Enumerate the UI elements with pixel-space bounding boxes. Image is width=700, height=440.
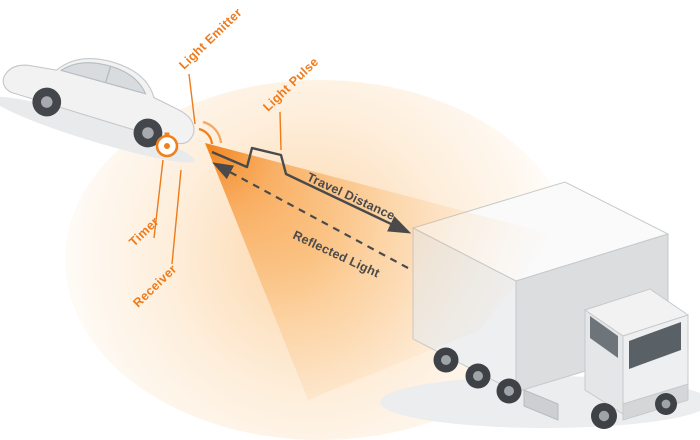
truck-side-window [590,316,618,358]
car-rear-hub [41,96,53,108]
reflected-light-arrow [212,162,409,269]
car-windows [59,62,147,95]
emission-arc-large [202,120,223,144]
truck-hub-3 [504,386,514,396]
car-pillar [104,66,112,83]
timer-receiver-icon [155,132,179,158]
truck-front-hub [661,399,671,409]
timer-leader [153,159,164,239]
stopwatch-dot [164,143,170,149]
emission-arc-small [198,127,214,145]
truck-windshield [629,322,681,369]
receiver-leader [171,169,182,265]
truck-cab-hub [598,410,610,422]
light-pulse-leader [279,111,282,151]
truck-hub-2 [473,371,483,381]
label-light-emitter: Light Emitter [176,5,244,72]
travel-distance-arrow [211,146,412,234]
car-illustration [0,57,195,163]
truck-fuel-tank [523,389,559,421]
light-cone [205,143,555,400]
truck-hub-1 [441,355,451,365]
light-emitter-leader [188,73,196,125]
car-front-hub [142,127,154,139]
